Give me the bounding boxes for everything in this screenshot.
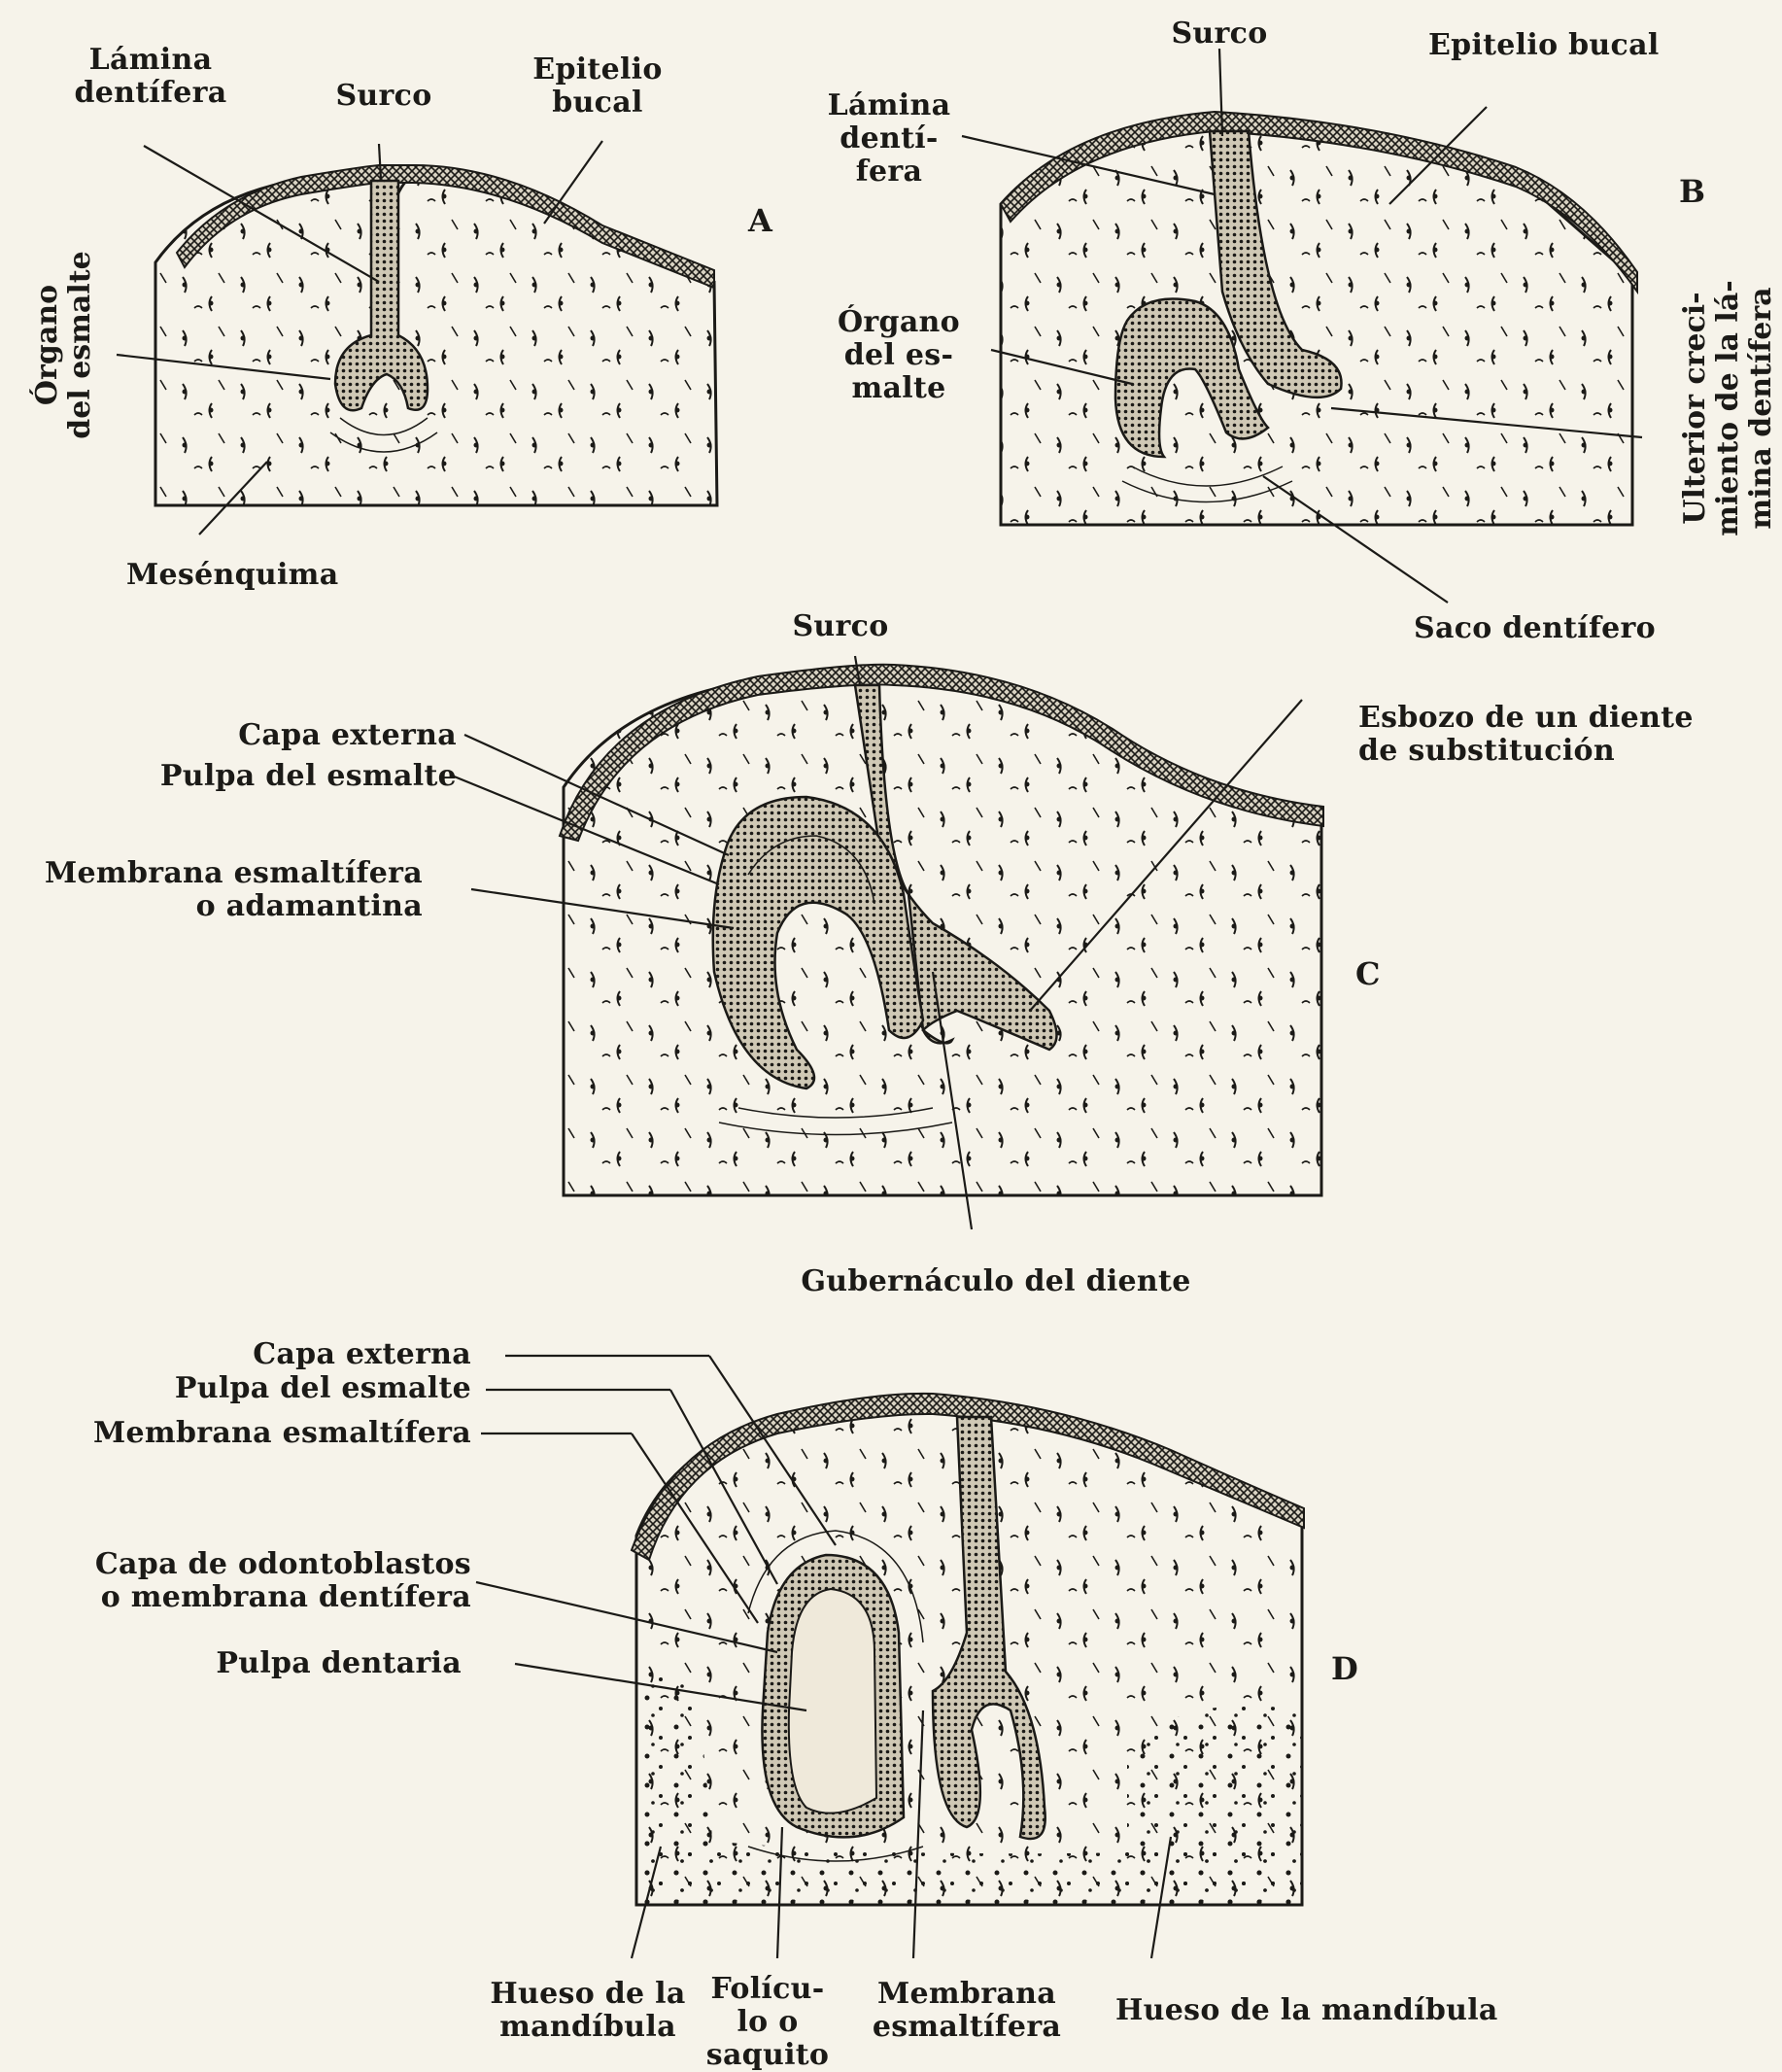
panel-d-drawing xyxy=(632,1394,1304,1905)
label-c-pulpa-del-esmalte: Pulpa del esmalte xyxy=(58,760,457,793)
label-a-lamina-dentifera: Lámina dentífera xyxy=(68,44,233,110)
label-d-membrana-esmaltifera-bottom: Membrana esmaltífera xyxy=(855,1978,1079,2044)
label-c-capa-externa: Capa externa xyxy=(117,719,457,752)
label-a-organo-del-esmalte: Órgano del esmalte xyxy=(31,243,97,447)
panel-c-drawing xyxy=(560,665,1323,1195)
label-d-hueso-mandibula-left: Hueso de la mandíbula xyxy=(486,1978,690,2044)
label-a-mesenquima: Mesénquima xyxy=(126,559,338,592)
label-c-surco: Surco xyxy=(777,610,904,643)
label-d-membrana-esmaltifera: Membrana esmaltífera xyxy=(39,1417,471,1450)
label-d-foliculo: Folícu- lo o saquito xyxy=(704,1973,831,2072)
label-b-surco: Surco xyxy=(1156,17,1283,51)
label-c-membrana-esmaltifera: Membrana esmaltífera o adamantina xyxy=(5,857,423,923)
label-b-saco-dentifero: Saco dentífero xyxy=(1414,612,1656,645)
label-d-pulpa-dentaria: Pulpa dentaria xyxy=(146,1647,462,1680)
label-b-epitelio-bucal: Epitelio bucal xyxy=(1428,29,1660,62)
panel-letter-a: A xyxy=(748,204,772,237)
label-b-lamina-dentifera: Lámina dentí- fera xyxy=(816,89,962,189)
label-d-pulpa-del-esmalte: Pulpa del esmalte xyxy=(97,1372,471,1405)
panel-letter-c: C xyxy=(1355,957,1381,990)
label-b-ulterior-crecimiento: Ulterior creci- miento de la lá- mina de… xyxy=(1679,277,1778,539)
label-c-esbozo: Esbozo de un diente de substitución xyxy=(1358,702,1694,768)
label-c-gubernaculo: Gubernáculo del diente xyxy=(787,1265,1205,1298)
label-b-organo-del-esmalte: Órgano del es- malte xyxy=(816,306,981,405)
label-d-capa-de-odontoblastos: Capa de odontoblastos o membrana dentífe… xyxy=(19,1548,471,1614)
panel-letter-b: B xyxy=(1679,175,1705,208)
label-d-hueso-mandibula-right: Hueso de la mandíbula xyxy=(1115,1994,1498,2027)
panel-letter-d: D xyxy=(1331,1652,1358,1685)
label-d-capa-externa: Capa externa xyxy=(175,1338,471,1371)
label-a-epitelio-bucal: Epitelio bucal xyxy=(525,53,670,120)
panel-b-drawing xyxy=(1001,112,1637,525)
panel-a-drawing xyxy=(155,165,717,505)
label-a-surco: Surco xyxy=(326,80,442,113)
